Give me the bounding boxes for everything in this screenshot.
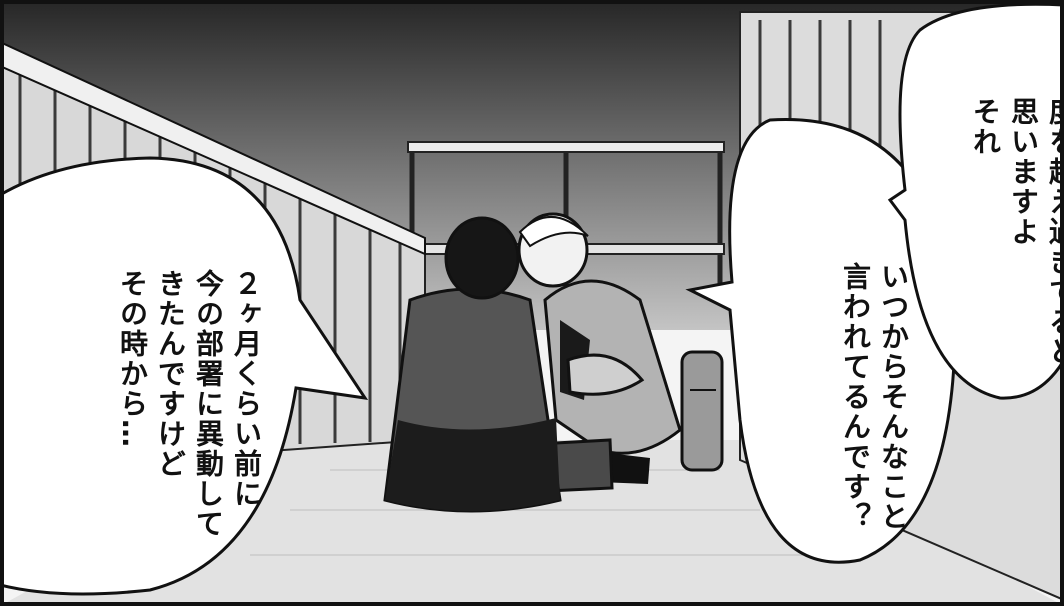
left-bubble-text: ２ヶ月くらい前に 今の部署に異動して きたんですけど その時から… <box>75 222 303 552</box>
sitting-man <box>383 216 614 513</box>
left-bubble-line-4: その時から… <box>116 269 149 449</box>
left-bubble-line-2: 今の部署に異動して <box>192 269 225 539</box>
center-bubble-line-2: 言われてるんです？ <box>839 262 872 532</box>
right-speech-bubble <box>887 2 1064 400</box>
crouching-man <box>517 212 682 484</box>
center-bubble-line-1: いつからそんなこと <box>877 262 910 532</box>
center-bubble-text: いつからそんなこと 言われてるんです？ <box>798 215 950 555</box>
backpack <box>680 350 724 472</box>
right-bubble-line-3: それ <box>969 97 1002 157</box>
left-bubble-line-3: きたんですけど <box>154 269 187 479</box>
right-bubble-text: 度を越え過ぎてると 思いますよ それ <box>928 50 1064 400</box>
right-bubble-line-1: 度を越え過ぎてると <box>1045 97 1064 367</box>
right-bubble-line-2: 思いますよ <box>1007 97 1040 247</box>
left-bubble-line-1: ２ヶ月くらい前に <box>230 269 263 509</box>
left-speech-bubble <box>0 156 369 596</box>
